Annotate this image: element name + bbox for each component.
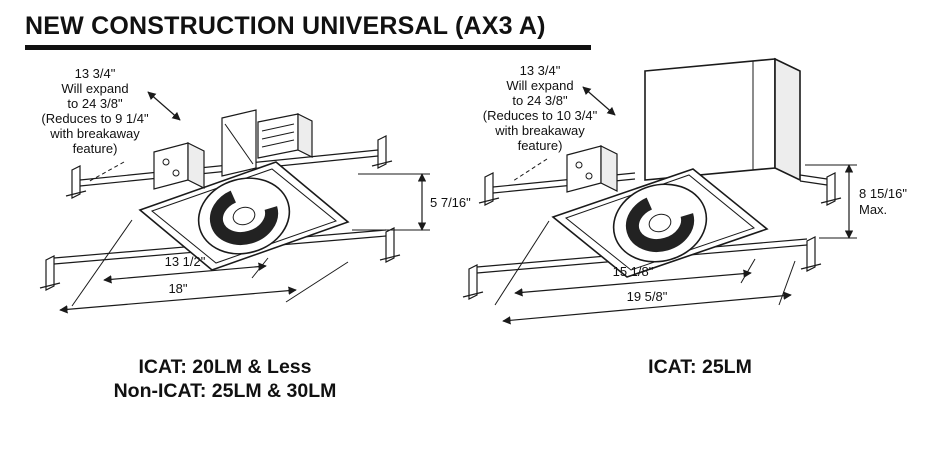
overall-width-dim-label: 19 5/8"	[627, 289, 668, 304]
expand-note-line: Will expand	[506, 78, 573, 93]
expand-note-line: 13 3/4"	[520, 63, 561, 78]
driver-box	[221, 109, 313, 177]
extension-line	[71, 219, 133, 307]
leader-line	[512, 158, 548, 182]
expand-note-line: 13 3/4"	[75, 66, 116, 81]
junction-box	[566, 145, 618, 193]
extension-line	[285, 261, 349, 303]
expand-note-line: to 24 3/8"	[512, 93, 568, 108]
right-caption: ICAT: 25LM	[545, 356, 855, 380]
right-dimensions: 8 15/16" Max. 15 1/8" 19 5/8"	[494, 86, 907, 325]
frame-width-dim-label: 15 1/8"	[613, 264, 654, 279]
height-dim-qualifier: Max.	[859, 202, 887, 217]
extension-line	[251, 257, 269, 279]
caption-line: ICAT: 25LM	[648, 356, 752, 378]
expand-dimension-arrow	[582, 86, 616, 116]
left-dimensions: 5 7/16" 13 1/2" 18"	[59, 91, 471, 314]
expand-note-line: (Reduces to 10 3/4"	[483, 108, 598, 123]
caption-line: Non-ICAT: 25LM & 30LM	[113, 379, 337, 402]
overall-width-dimension-arrow	[502, 291, 792, 325]
right-housing-drawing: 13 3/4" Will expand to 24 3/8" (Reduces …	[462, 57, 907, 325]
height-dim-label: 8 15/16"	[859, 186, 907, 201]
right-expand-note: 13 3/4" Will expand to 24 3/8" (Reduces …	[483, 63, 598, 153]
reflector-swirl	[209, 186, 279, 246]
expand-dimension-arrow	[147, 91, 181, 121]
expand-note-line: with breakaway	[494, 123, 585, 138]
title-underline	[25, 45, 591, 50]
expand-note-line: (Reduces to 9 1/4"	[41, 111, 149, 126]
leader-line	[87, 161, 125, 183]
extension-line	[740, 258, 756, 284]
expand-note-line: to 24 3/8"	[67, 96, 123, 111]
expand-note-line: feature)	[518, 138, 563, 153]
mounting-pan	[551, 168, 769, 278]
overall-width-dim-label: 18"	[168, 281, 187, 296]
frame-width-dimension-arrow	[103, 262, 267, 284]
frame-width-dim-label: 13 1/2"	[165, 254, 206, 269]
expand-note-line: feature)	[73, 141, 118, 156]
junction-box	[153, 142, 205, 190]
left-expand-note: 13 3/4" Will expand to 24 3/8" (Reduces …	[41, 66, 149, 156]
expand-note-line: with breakaway	[49, 126, 140, 141]
caption-line: ICAT: 20LM & Less	[138, 356, 312, 378]
left-caption: ICAT: 20LM & Less Non-ICAT: 25LM & 30LM	[55, 356, 395, 404]
overall-width-dimension-arrow	[59, 286, 297, 314]
expand-note-line: Will expand	[61, 81, 128, 96]
extension-line	[494, 220, 550, 306]
extension-line	[778, 260, 796, 306]
left-housing-drawing: 13 3/4" Will expand to 24 3/8" (Reduces …	[39, 66, 471, 314]
plenum-box	[644, 57, 801, 182]
height-dim-label: 5 7/16"	[430, 195, 471, 210]
page-title: NEW CONSTRUCTION UNIVERSAL (AX3 A)	[25, 12, 546, 40]
reflector-swirl	[625, 193, 695, 253]
mounting-pan	[138, 161, 350, 271]
frame-width-dimension-arrow	[514, 269, 752, 297]
